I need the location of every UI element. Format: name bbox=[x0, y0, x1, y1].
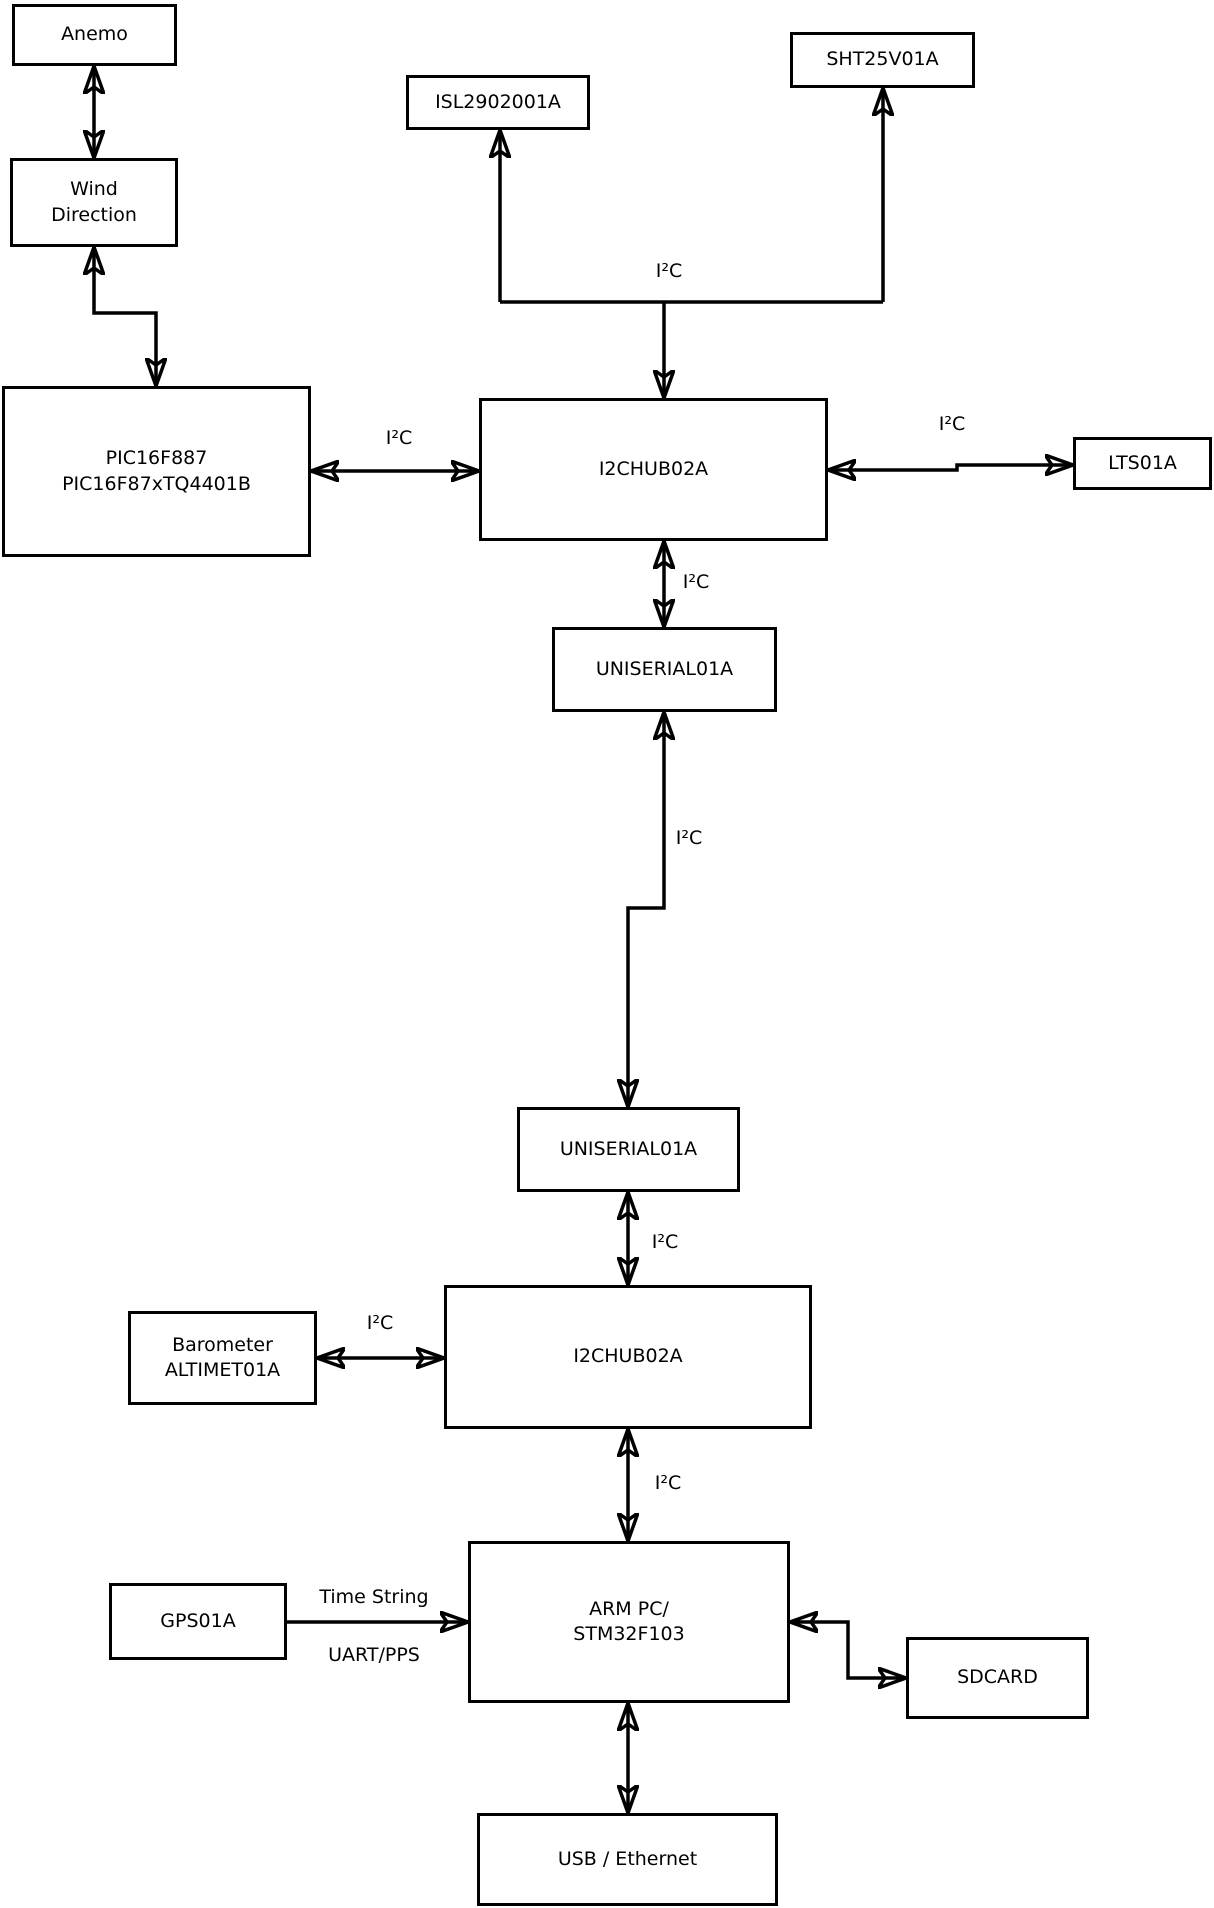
node-barometer-altimet01a: Barometer ALTIMET01A bbox=[128, 1311, 317, 1405]
node-uniserial01a-upper-label: UNISERIAL01A bbox=[595, 657, 734, 680]
edge-i2c-bus-top bbox=[500, 88, 883, 398]
edge-label-i2c-pic-hub1: I²C bbox=[385, 427, 413, 449]
node-wind-direction: Wind Direction bbox=[10, 158, 178, 247]
node-barometer-label-line1: Barometer bbox=[172, 1333, 273, 1356]
edge-label-i2c-uni2-hub2: I²C bbox=[651, 1231, 679, 1253]
edge-label-i2c-top-bus: I²C bbox=[655, 260, 683, 282]
edge-label-time-string: Time String bbox=[319, 1586, 429, 1608]
node-arm-pc-label-line1: ARM PC/ bbox=[589, 1597, 669, 1620]
node-lts01a: LTS01A bbox=[1073, 437, 1212, 490]
node-i2chub02a-upper-label: I2CHUB02A bbox=[598, 457, 709, 480]
node-sdcard: SDCARD bbox=[906, 1637, 1089, 1719]
node-anemo: Anemo bbox=[12, 4, 177, 66]
node-gps01a-label: GPS01A bbox=[160, 1609, 236, 1632]
edge-label-i2c-hub1-uni1: I²C bbox=[682, 571, 710, 593]
node-i2chub02a-lower-label: I2CHUB02A bbox=[573, 1345, 683, 1368]
edge-label-i2c-hub1-lts: I²C bbox=[938, 413, 966, 435]
node-anemo-label: Anemo bbox=[61, 23, 128, 46]
node-usb-ethernet-label: USB / Ethernet bbox=[557, 1847, 698, 1870]
node-usb-ethernet: USB / Ethernet bbox=[477, 1813, 778, 1906]
node-wind-direction-label-line2: Direction bbox=[51, 203, 137, 226]
edge-label-i2c-hub2-arm: I²C bbox=[654, 1472, 682, 1494]
edge-label-i2c-baro-hub2: I²C bbox=[366, 1312, 394, 1334]
node-lts01a-label: LTS01A bbox=[1108, 451, 1177, 474]
edge-wind-pic bbox=[94, 247, 156, 386]
edge-arm-sdcard bbox=[790, 1622, 906, 1678]
node-sht25v01a-label: SHT25V01A bbox=[826, 48, 939, 71]
node-i2chub02a-upper: I2CHUB02A bbox=[479, 398, 828, 541]
node-pic16f887-label-line2: PIC16F87xTQ4401B bbox=[62, 472, 251, 495]
node-pic16f887-label-line1: PIC16F887 bbox=[105, 447, 208, 470]
edge-label-i2c-uni1-uni2: I²C bbox=[675, 827, 703, 849]
node-uniserial01a-upper: UNISERIAL01A bbox=[552, 627, 777, 712]
node-sdcard-label: SDCARD bbox=[957, 1666, 1038, 1689]
node-pic16f887: PIC16F887 PIC16F87xTQ4401B bbox=[2, 386, 311, 557]
node-wind-direction-label-line1: Wind bbox=[70, 178, 118, 201]
node-gps01a: GPS01A bbox=[109, 1583, 287, 1660]
edge-hub1-lts bbox=[828, 465, 1073, 470]
node-sht25v01a: SHT25V01A bbox=[790, 32, 975, 88]
edge-uni1-uni2 bbox=[628, 712, 664, 1107]
node-arm-pc-stm32f103: ARM PC/ STM32F103 bbox=[468, 1541, 790, 1703]
node-arm-pc-label-line2: STM32F103 bbox=[573, 1623, 685, 1645]
node-isl2902001a: ISL2902001A bbox=[406, 75, 590, 130]
node-uniserial01a-lower: UNISERIAL01A bbox=[517, 1107, 740, 1192]
node-uniserial01a-lower-label: UNISERIAL01A bbox=[559, 1137, 698, 1160]
edge-label-uart-pps: UART/PPS bbox=[328, 1644, 420, 1666]
node-i2chub02a-lower: I2CHUB02A bbox=[444, 1285, 812, 1429]
node-isl2902001a-label: ISL2902001A bbox=[435, 90, 561, 113]
node-barometer-label-line2: ALTIMET01A bbox=[164, 1359, 281, 1381]
